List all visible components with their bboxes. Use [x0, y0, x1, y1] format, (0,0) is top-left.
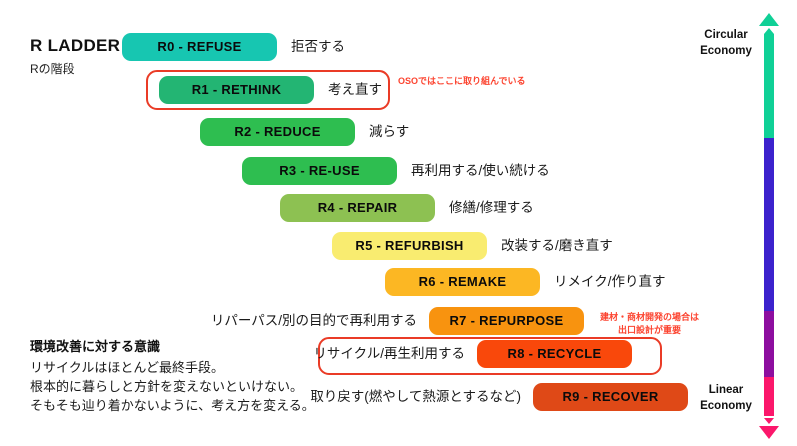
circular-economy-label: Circular Economy: [700, 29, 752, 57]
ladder-step-r4: R4 - REPAIR: [280, 194, 435, 222]
note-heading: 環境改善に対する意識: [30, 339, 161, 354]
ladder-step-r9: R9 - RECOVER: [533, 383, 688, 411]
ladder-step-r1-label: 考え直す: [328, 82, 382, 97]
linear-economy-label: Linear Economy: [700, 384, 752, 412]
ladder-step-r0: R0 - REFUSE: [122, 33, 277, 61]
ladder-step-r0-label: 拒否する: [291, 39, 345, 54]
ladder-step-r8: R8 - RECYCLE: [477, 340, 632, 368]
annotation-exit-design-line1: 建材・商材開発の場合は: [599, 312, 699, 322]
circular-arrow-up-small-icon: [764, 28, 774, 34]
page-subtitle: Rの階段: [30, 62, 75, 76]
ladder-step-r7: R7 - REPURPOSE: [429, 307, 584, 335]
annotation-oso: OSOではここに取り組んでいる: [398, 76, 526, 86]
annotation-exit-design: 建材・商材開発の場合は 出口設計が重要: [592, 311, 707, 337]
ladder-step-r3: R3 - RE-USE: [242, 157, 397, 185]
ladder-step-r5-label: 改装する/磨き直す: [501, 238, 613, 253]
ladder-step-r6-label: リメイク/作り直す: [554, 274, 666, 289]
axis-bar-segment-purple: [764, 311, 774, 377]
annotation-exit-design-line2: 出口設計が重要: [617, 325, 681, 335]
axis-bar-segment-circular: [764, 34, 774, 138]
note-line-3: そもそも辿り着かないように、考え方を変える。: [30, 398, 315, 413]
ladder-step-r6: R6 - REMAKE: [385, 268, 540, 296]
ladder-step-r9-label: 取り戻す(燃やして熱源とするなど): [310, 389, 521, 404]
highlight-outline-r1: [146, 70, 390, 110]
ladder-step-r2: R2 - REDUCE: [200, 118, 355, 146]
linear-arrow-down-icon: [759, 426, 779, 439]
note-line-2: 根本的に暮らしと方針を変えないといけない。: [30, 379, 304, 394]
axis-bar-segment-indigo: [764, 138, 774, 311]
ladder-step-r3-label: 再利用する/使い続ける: [411, 163, 550, 178]
ladder-step-r1: R1 - RETHINK: [159, 76, 314, 104]
linear-arrow-down-small-icon: [764, 418, 774, 424]
page-title: R LADDER: [30, 36, 121, 55]
axis-bar-segment-pink: [764, 377, 774, 416]
ladder-step-r2-label: 減らす: [369, 124, 410, 139]
ladder-step-r5: R5 - REFURBISH: [332, 232, 487, 260]
ladder-step-r7-label: リパーパス/別の目的で再利用する: [210, 313, 417, 328]
ladder-step-r4-label: 修繕/修理する: [449, 200, 534, 215]
circular-arrow-up-icon: [759, 13, 779, 26]
note-line-1: リサイクルはほとんど最終手段。: [30, 360, 224, 375]
ladder-step-r8-label: リサイクル/再生利用する: [313, 346, 465, 361]
highlight-outline-r8: [318, 337, 662, 375]
